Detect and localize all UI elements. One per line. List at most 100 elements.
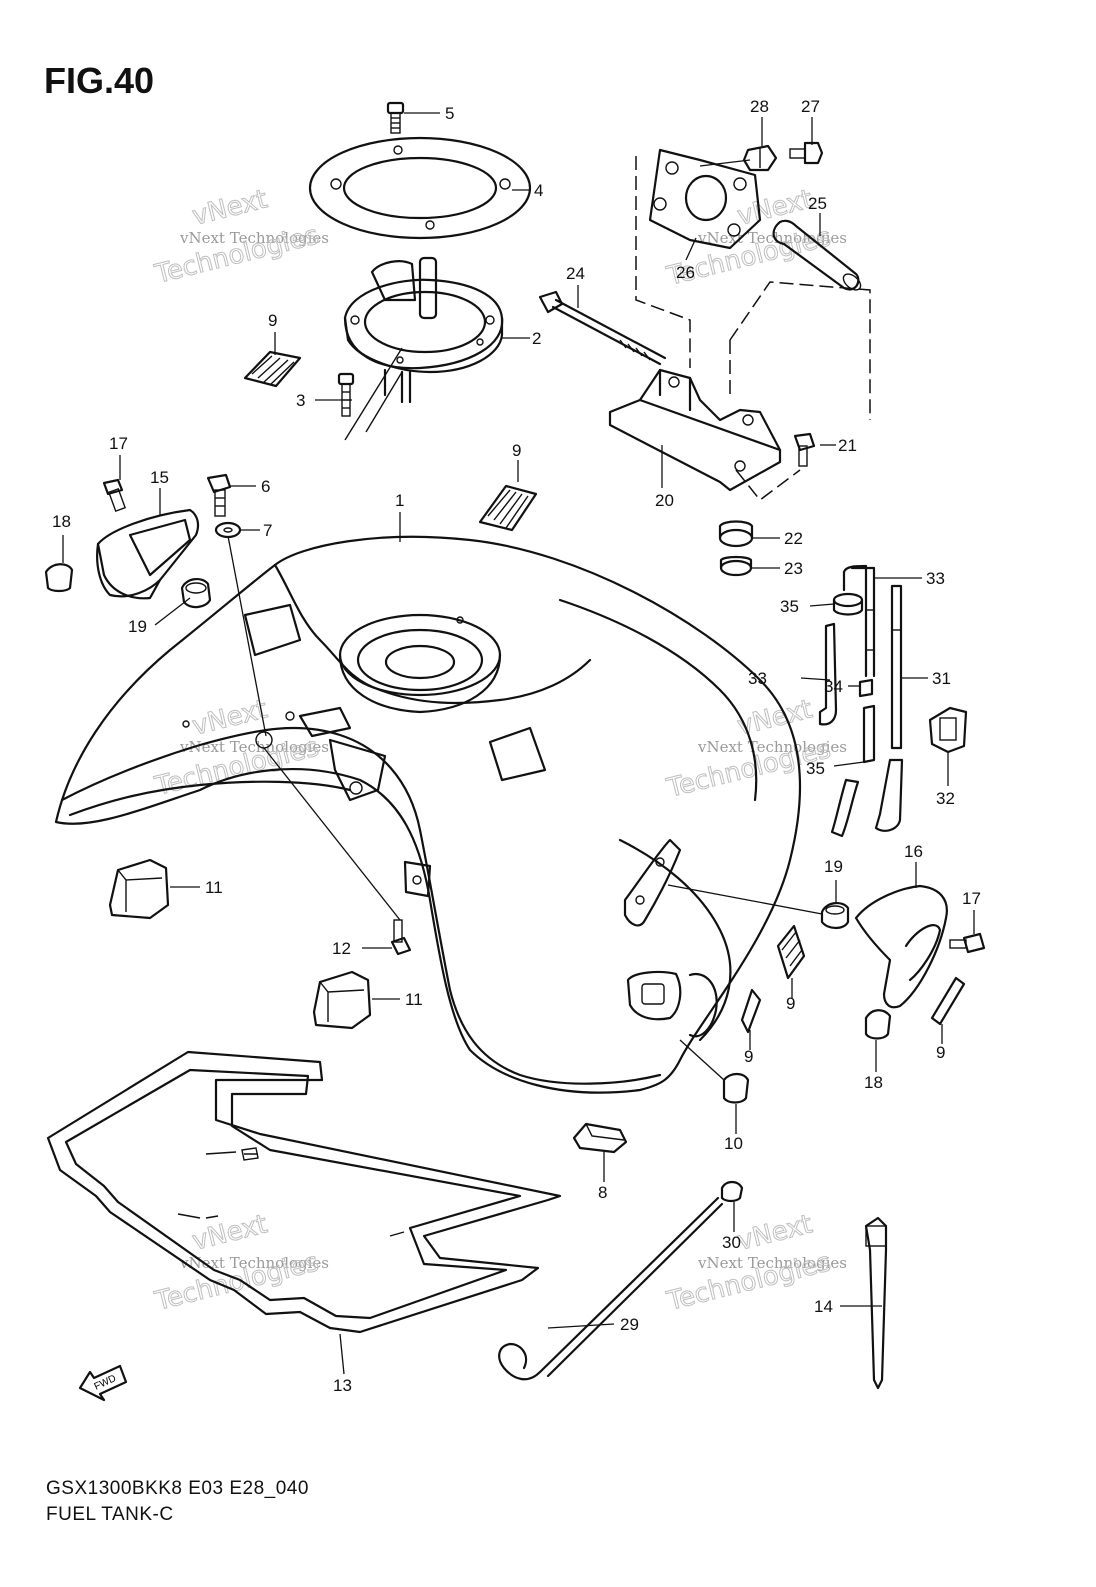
part-5-screw — [386, 101, 405, 134]
callout-33: 33 — [748, 669, 767, 688]
watermark-mid-left: vNext vNext Technologies Technologies — [151, 694, 329, 803]
part-19-grommet-right — [820, 902, 850, 930]
callout-1: 1 — [395, 491, 404, 510]
part-14-tie-strap — [864, 1216, 888, 1390]
callout-7: 7 — [263, 521, 272, 540]
watermark-large-top: vNext — [734, 1209, 815, 1256]
callout-34: 34 — [824, 677, 843, 696]
callout-23: 23 — [784, 559, 803, 578]
part-35-clamp-lower — [830, 704, 904, 838]
part-9-pad-right-b — [740, 988, 762, 1034]
callout-14: 14 — [814, 1297, 833, 1316]
part-11-bracket-upper — [108, 858, 170, 920]
callout-18: 18 — [864, 1073, 883, 1092]
callout-19: 19 — [824, 857, 843, 876]
part-3-screw — [337, 372, 355, 417]
part-9-pad-right-c — [930, 976, 966, 1026]
part-16-cover — [854, 884, 948, 1009]
callout-8: 8 — [598, 1183, 607, 1202]
part-1-fuel-tank — [54, 535, 802, 1094]
part-33-hose-left — [818, 622, 838, 726]
part-7-washer — [214, 521, 242, 539]
watermark-large-top: vNext — [734, 184, 815, 231]
callout-16: 16 — [904, 842, 923, 861]
part-20-bracket — [608, 368, 782, 492]
callout-25: 25 — [808, 194, 827, 213]
part-17-bolt-right — [949, 932, 986, 954]
part-8-clip — [572, 1122, 628, 1154]
watermark-small: vNext Technologies — [179, 229, 329, 247]
callout-9: 9 — [786, 994, 795, 1013]
callout-15: 15 — [150, 468, 169, 487]
part-18-cap-right — [864, 1009, 892, 1040]
callout-22: 22 — [784, 529, 803, 548]
callout-31: 31 — [932, 669, 951, 688]
part-18-cap-left — [44, 563, 74, 593]
part-24-long-bolt — [538, 290, 667, 366]
callout-20: 20 — [655, 491, 674, 510]
watermark-small: vNext Technologies — [697, 738, 847, 756]
part-27-bolt — [789, 141, 824, 165]
callout-35: 35 — [780, 597, 799, 616]
part-31-hose — [890, 584, 903, 750]
watermark-large-top: vNext — [189, 1209, 270, 1256]
callout-9: 9 — [936, 1043, 945, 1062]
part-4-ring-plate — [308, 136, 532, 240]
part-12-screw — [390, 919, 412, 956]
part-19-grommet-left — [180, 578, 212, 609]
callout-9: 9 — [744, 1047, 753, 1066]
callout-24: 24 — [566, 264, 585, 283]
callout-6: 6 — [261, 477, 270, 496]
part-17-bolt-left — [102, 478, 127, 513]
callout-19: 19 — [128, 617, 147, 636]
watermark-large-top: vNext — [189, 184, 270, 231]
part-26-plate — [648, 148, 762, 250]
footer-model-code: GSX1300BKK8 E03 E28_040 — [46, 1478, 309, 1499]
callout-12: 12 — [332, 939, 351, 958]
part-32-clip — [928, 706, 968, 754]
callout-9: 9 — [268, 311, 277, 330]
part-9-pad-right-a — [776, 924, 806, 980]
callout-2: 2 — [532, 329, 541, 348]
callout-3: 3 — [296, 391, 305, 410]
part-22-grommet — [718, 520, 754, 548]
callout-26: 26 — [676, 263, 695, 282]
part-11-bracket-lower — [312, 970, 372, 1030]
callout-10: 10 — [724, 1134, 743, 1153]
part-15-cover — [96, 508, 200, 600]
part-34-joint — [858, 678, 874, 698]
callout-27: 27 — [801, 97, 820, 116]
part-6-bolt — [206, 473, 232, 517]
watermark-small: vNext Technologies — [179, 1254, 329, 1272]
callout-29: 29 — [620, 1315, 639, 1334]
callout-21: 21 — [838, 436, 857, 455]
fwd-arrow-icon: FWD — [78, 1364, 128, 1402]
part-29-drain-hose — [498, 1196, 724, 1381]
callout-18: 18 — [52, 512, 71, 531]
part-9-pad-center — [478, 484, 538, 532]
part-33-hose-right — [842, 564, 876, 678]
callout-11: 11 — [205, 878, 223, 897]
part-21-bolt — [793, 432, 816, 467]
callout-35: 35 — [806, 759, 825, 778]
part-9-pad-upper — [243, 350, 302, 388]
part-23-collar — [719, 555, 753, 577]
footer-section-name: FUEL TANK-C — [46, 1504, 174, 1525]
callout-33: 33 — [926, 569, 945, 588]
callout-30: 30 — [722, 1233, 741, 1252]
watermark-bottom-left: vNext vNext Technologies Technologies — [151, 1209, 329, 1318]
figure-title: FIG.40 — [44, 60, 155, 101]
part-10-cap — [722, 1072, 750, 1104]
bracket-dashed-leaders — [635, 156, 871, 502]
part-30-cap — [720, 1180, 744, 1203]
callout-4: 4 — [534, 181, 543, 200]
callout-17: 17 — [962, 889, 981, 908]
watermark-top-left: vNext vNext Technologies Technologies — [151, 184, 329, 291]
callout-11: 11 — [405, 990, 423, 1009]
callout-labels: 5 4 2 3 9 1 6 7 17 15 18 19 9 20 21 22 2… — [52, 97, 981, 1395]
part-2-fuel-cap-assembly — [343, 256, 504, 441]
part-13-seal — [46, 1050, 562, 1334]
callout-13: 13 — [333, 1376, 352, 1395]
